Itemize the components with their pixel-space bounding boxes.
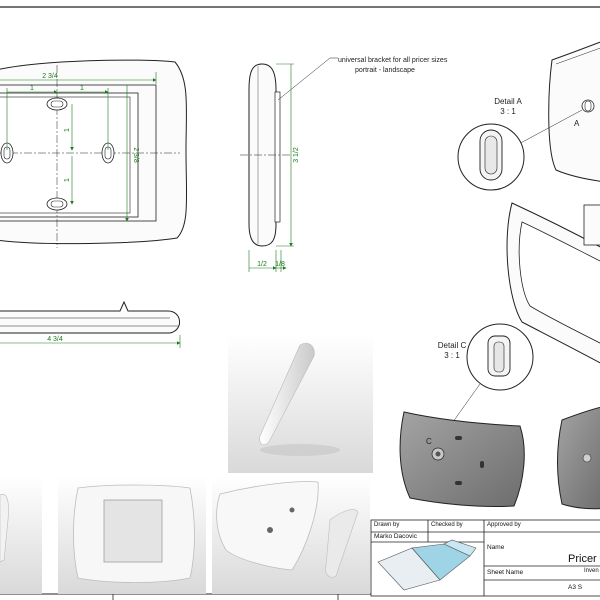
detail-c: Detail C 3 : 1: [438, 323, 534, 441]
size-value: A3 S: [568, 584, 583, 591]
shaded-side-plate: [557, 406, 600, 510]
front-view: 2 3/4 1 1 1 1 2 3/8: [0, 59, 188, 248]
iso-view-frame: [506, 202, 600, 364]
sheet-name-label: Sheet Name: [487, 569, 524, 576]
detail-c-scale: 3 : 1: [444, 351, 460, 360]
side-callout-line2: portrait - landscape: [355, 67, 415, 74]
detail-c-marker: C: [426, 437, 432, 446]
side-dimensions: [248, 63, 294, 272]
detail-a-marker: A: [574, 119, 580, 128]
side-depth-dim-1: 1/2: [257, 261, 267, 268]
slot-bottom: [46, 197, 68, 211]
slot-marker-a: [581, 99, 595, 113]
slot-top: [46, 97, 68, 111]
front-dimensions: [0, 72, 157, 222]
render-4: [212, 476, 370, 594]
shaded-back-plate: C: [399, 411, 525, 508]
approved-by-label: Approved by: [487, 522, 521, 528]
side-view: universal bracket for all pricer sizes p…: [240, 57, 448, 272]
drawn-by-value: Marko Dacovic: [374, 533, 417, 540]
bottom-width-dim: 4 3/4: [47, 336, 63, 343]
front-vert-dim-2: 1: [64, 178, 71, 182]
front-inner-dim-2: 1: [80, 85, 84, 92]
slot-left: [0, 142, 14, 164]
render-2: [0, 476, 42, 594]
front-height-dim: 2 3/8: [132, 147, 139, 163]
sheet-name-value: Inven: [584, 568, 599, 574]
drawn-by-label: Drawn by: [374, 522, 400, 528]
detail-a: Detail A 3 : 1: [457, 97, 583, 191]
side-callout-line1: universal bracket for all pricer sizes: [338, 57, 448, 64]
name-label: Name: [487, 544, 505, 551]
detail-a-title: Detail A: [494, 97, 522, 106]
front-inner-dim-1: 1: [30, 85, 34, 92]
render-3: [58, 476, 206, 594]
side-depth-dim-2: 1/8: [275, 261, 285, 268]
side-height-dim: 3 1/2: [293, 147, 300, 163]
detail-c-title: Detail C: [438, 341, 467, 350]
front-vert-dim-1: 1: [64, 128, 71, 132]
front-width-dim: 2 3/4: [42, 73, 58, 80]
detail-a-scale: 3 : 1: [500, 107, 516, 116]
name-value: Pricer r: [568, 553, 600, 565]
bottom-view: 4 3/4: [0, 300, 181, 348]
title-block-logo: [377, 539, 477, 591]
iso-view-top: [548, 41, 600, 182]
checked-by-label: Checked by: [431, 522, 463, 528]
render-1: [228, 335, 373, 473]
